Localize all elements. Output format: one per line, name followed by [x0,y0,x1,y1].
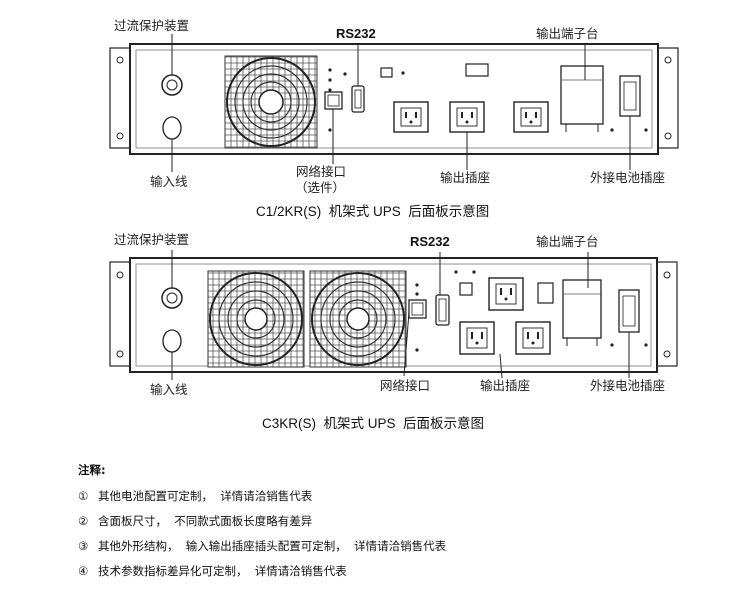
rs232-port-2 [435,294,450,326]
caption-panel-2: C3KR(S) 机架式 UPS 后面板示意图 [262,415,484,431]
note-text: 技术参数指标差异化可定制， 详情请洽销售代表 [98,564,347,578]
small-switch-left [380,67,405,78]
label-input-line-1: 输入线 [150,174,188,189]
label-terminal-1: 输出端子台 [536,26,599,41]
small-switch-2b [537,282,554,304]
label-rs232-1: RS232 [336,26,376,41]
small-switch-right [465,63,489,77]
notes-title: 注释: [78,463,106,477]
rear-panel-diagram: 过流保护装置 RS232 输出端子台 输入线 网络接口 （选件） 输出插座 外接… [109,18,679,431]
label-overcurrent-1: 过流保护装置 [114,18,189,33]
note-number: ④ [78,564,89,578]
fan-grille-left [207,270,305,368]
output-socket-3 [513,101,549,133]
output-terminal-block-2 [562,279,602,346]
label-network-2: 网络接口 [380,378,430,393]
note-item: ④ 技术参数指标差异化可定制， 详情请洽销售代表 [78,564,718,578]
network-port-2 [408,299,427,319]
caption-panel-1: C1/2KR(S) 机架式 UPS 后面板示意图 [256,203,489,219]
fan-grille-right [309,270,407,368]
note-text: 其他外形结构， 输入输出插座插头配置可定制， 详情请洽销售代表 [98,539,447,553]
label-network-1: 网络接口 [296,164,346,179]
label-network-note-1: （选件） [295,180,345,195]
label-ext-battery-2: 外接电池插座 [590,378,665,393]
small-switch-2 [459,282,473,296]
output-terminal-block [560,65,604,132]
label-output-socket-2: 输出插座 [480,378,530,393]
note-item: ① 其他电池配置可定制， 详情请洽销售代表 [78,489,718,503]
note-number: ① [78,489,89,503]
label-input-line-2: 输入线 [150,382,188,397]
output-socket-2-2 [459,321,495,355]
panel-2-leader-lines [171,250,630,380]
panel-1-leader-lines [171,34,631,172]
label-rs232-2: RS232 [410,234,450,249]
label-terminal-2: 输出端子台 [536,234,599,249]
label-ext-battery-1: 外接电池插座 [590,170,665,185]
note-text: 含面板尺寸， 不同款式面板长度略有差异 [98,514,313,528]
label-output-socket-1: 输出插座 [440,170,490,185]
output-socket-1 [393,101,429,133]
label-overcurrent-2: 过流保护装置 [114,232,189,247]
note-item: ③ 其他外形结构， 输入输出插座插头配置可定制， 详情请洽销售代表 [78,539,718,553]
note-text: 其他电池配置可定制， 详情请洽销售代表 [98,489,313,503]
note-number: ② [78,514,89,528]
notes-section: 注释: ① 其他电池配置可定制， 详情请洽销售代表 ② 含面板尺寸， 不同款式面板长… [78,462,718,589]
note-item: ② 含面板尺寸， 不同款式面板长度略有差异 [78,514,718,528]
panel-1-chassis [109,43,679,155]
indicator-dots [328,68,347,132]
indicator-dots-2 [415,270,476,352]
fan-grille [224,55,318,149]
note-number: ③ [78,539,89,553]
output-socket-2-3 [515,321,551,355]
output-socket-2-1 [488,277,524,311]
